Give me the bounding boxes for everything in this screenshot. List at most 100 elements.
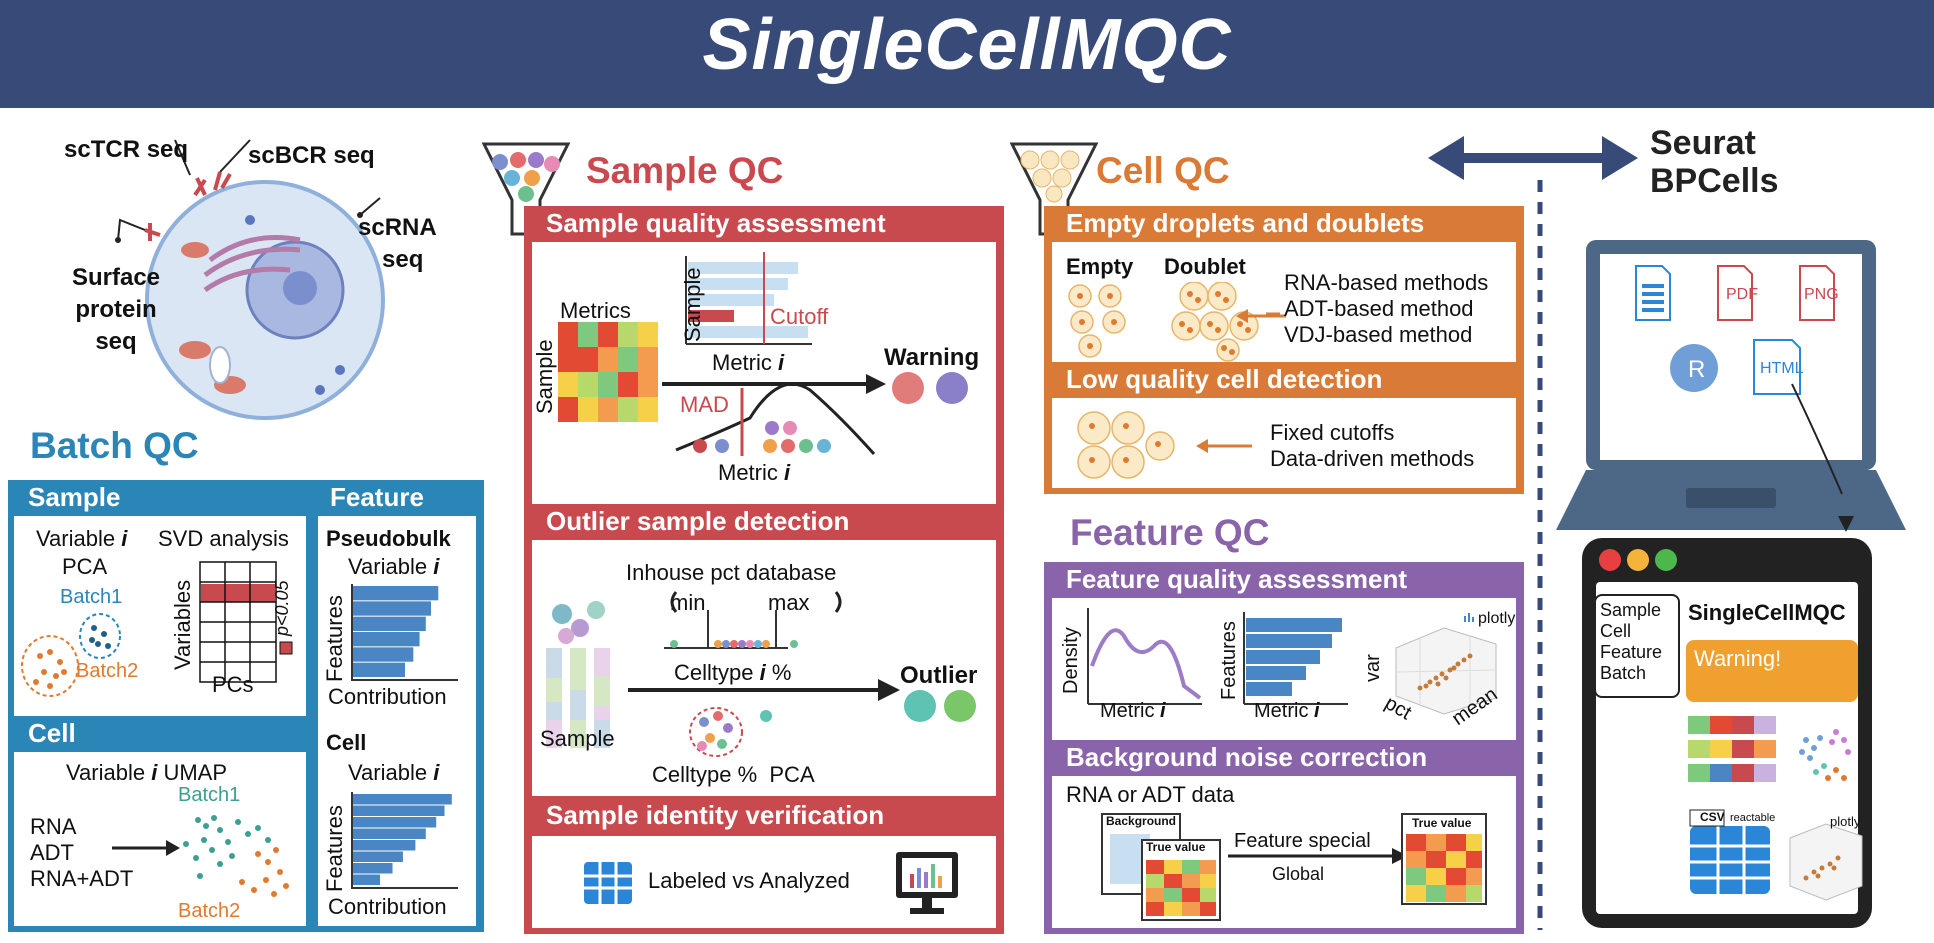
feature-bar-metric-i: Metric i [1254, 700, 1320, 722]
batch-sample-plot [21, 561, 293, 697]
reactable-label: reactable [1730, 812, 1776, 824]
table-icon [584, 862, 632, 904]
app-title: SingleCellMQC [702, 5, 1232, 85]
pseudobulk-label: Pseudobulk [326, 526, 451, 551]
contribution-bar [353, 794, 452, 805]
cell-umap-label: Variable i UMAP [66, 760, 228, 785]
identity-header: Sample identity verification [546, 800, 885, 830]
sctcr-label: scTCR seq [64, 136, 189, 163]
batch-feature-header: Feature [330, 482, 424, 512]
warning-label: Warning [884, 344, 980, 371]
empty-doublet-header: Empty droplets and doublets [1066, 208, 1425, 238]
variables-axis-label: Variables [170, 579, 195, 670]
low-quality-arrow [1196, 439, 1252, 453]
low-quality-header: Low quality cell detection [1066, 364, 1383, 394]
plotly-label: plotly [1478, 610, 1516, 627]
rna-adt-label: RNA+ADT [30, 866, 134, 891]
true-value-label-2: True value [1412, 816, 1472, 830]
cell-contribution-axis: Contribution [328, 894, 447, 919]
surface-label-2: protein [75, 296, 157, 323]
mad-plot [662, 374, 886, 456]
tab-sample[interactable]: Sample [1600, 600, 1662, 620]
report-charts-row2 [1689, 809, 1863, 901]
bar-axis [351, 584, 458, 681]
pseudobulk-contribution-axis: Contribution [328, 684, 447, 709]
contribution-bar [353, 601, 431, 616]
batch2-label: Batch2 [76, 660, 139, 682]
doublet-arrow [1236, 309, 1286, 323]
variable-i-label: Variable i [36, 526, 128, 551]
csv-label: CSV [1700, 810, 1725, 824]
pcs-axis-label: PCs [212, 672, 254, 697]
outlier-plot [546, 591, 900, 757]
tab-cell[interactable]: Cell [1600, 621, 1632, 641]
adt-label: ADT [30, 840, 74, 865]
fixed-cutoffs: Fixed cutoffs [1270, 420, 1395, 445]
bar-axis [351, 792, 458, 889]
pca-label: PCA [62, 554, 108, 579]
warning-dots [892, 372, 968, 404]
metrics-heatmap [558, 322, 658, 422]
surface-label-1: Surface [71, 264, 161, 291]
rna-label: RNA [30, 814, 77, 839]
droplet-illustration [1068, 282, 1280, 362]
sample-qc-title: Sample QC [586, 150, 784, 191]
labeled-vs-analyzed: Labeled vs Analyzed [648, 868, 850, 893]
bpcells-label: BPCells [1650, 162, 1779, 200]
report-title: SingleCellMQC [1688, 600, 1846, 625]
celltype-pca-label: Celltype % PCA [652, 762, 815, 787]
rna-or-adt-label: RNA or ADT data [1066, 782, 1235, 807]
outlier-label: Outlier [900, 662, 978, 689]
tab-batch[interactable]: Batch [1600, 663, 1647, 683]
cell-illustration [115, 139, 385, 420]
metric-i-label-2: Metric i [718, 460, 791, 485]
tab-feature[interactable]: Feature [1600, 642, 1663, 662]
cell-qc-title: Cell QC [1096, 150, 1230, 191]
scrna-label-1: scRNA [358, 214, 437, 241]
cell-funnel-icon [1009, 142, 1099, 236]
density-plot [1087, 608, 1202, 705]
pseudobulk-variable-i: Variable i [348, 554, 440, 579]
contribution-bar [353, 851, 403, 862]
feature-special-label: Feature special [1234, 830, 1371, 852]
var-axis-label: var [1362, 654, 1384, 682]
batch-cell-box [14, 752, 306, 926]
pvalue-label: p<0.05 [272, 580, 292, 636]
background-label: Background [1106, 814, 1177, 828]
pdf-file-icon: PDF [1726, 286, 1758, 303]
contribution-bar [353, 840, 416, 851]
cell-features-axis: Features [322, 805, 347, 892]
celltype-i-pct-label: Celltype i % [674, 660, 792, 685]
html-file-icon: HTML [1760, 360, 1804, 377]
empty-label: Empty [1066, 254, 1134, 279]
umap-batch2: Batch2 [178, 900, 241, 922]
umap-batch1: Batch1 [178, 784, 241, 806]
heatmap-sample-axis: Sample [532, 339, 557, 414]
metric-i-label-1: Metric i [712, 350, 785, 375]
report-plotly-label: plotly [1830, 814, 1861, 829]
contribution-bar [353, 647, 414, 662]
report-tabs: Sample Cell Feature Batch [1594, 594, 1680, 698]
umap-plot [112, 815, 289, 897]
doublet-label: Doublet [1164, 254, 1246, 279]
monitor-icon [896, 852, 958, 914]
svd-label: SVD analysis [158, 526, 289, 551]
data-driven: Data-driven methods [1270, 446, 1475, 471]
contribution-bar [353, 632, 420, 647]
laptop-to-report-arrow [1838, 516, 1854, 532]
feature-qc-title: Feature QC [1070, 512, 1270, 553]
method-adt: ADT-based method [1284, 296, 1474, 321]
scrna-label-2: seq [382, 246, 424, 273]
batch1-label: Batch1 [60, 586, 123, 608]
batch-qc-title: Batch QC [30, 425, 199, 466]
true-value-label-1: True value [1146, 840, 1206, 854]
feature-bar-axis-label: Features [1218, 621, 1240, 700]
method-rna: RNA-based methods [1284, 270, 1489, 295]
plotly-3d-plot [1395, 613, 1497, 715]
empty-doublet-box [1052, 242, 1516, 362]
sample-quality-header: Sample quality assessment [546, 208, 886, 238]
cutoff-label: Cutoff [770, 304, 829, 329]
mad-label: MAD [680, 392, 729, 417]
seurat-label: Seurat [1650, 124, 1756, 162]
max-label: max [768, 590, 810, 615]
